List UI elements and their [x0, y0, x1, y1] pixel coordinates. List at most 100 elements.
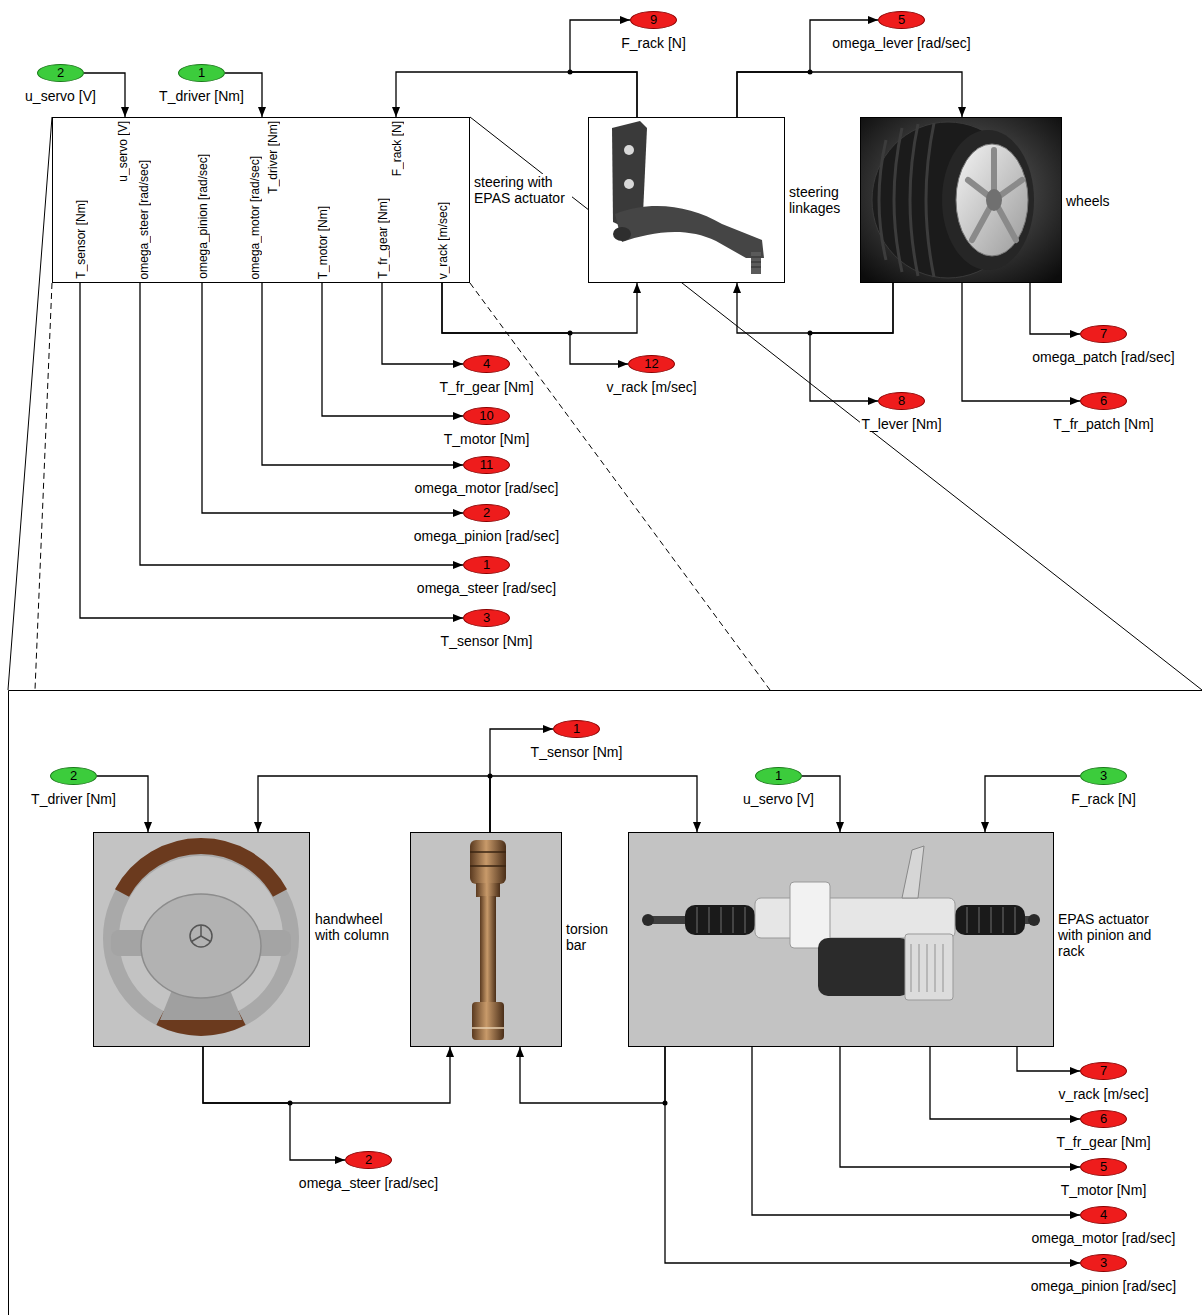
signal-line [203, 1047, 450, 1103]
port-number: 5 [898, 12, 905, 27]
handwheel-wood [122, 846, 280, 893]
port-number: 1 [573, 721, 580, 736]
signal-name: T_sensor [Nm] [439, 633, 535, 649]
signal-line [985, 776, 1080, 832]
port-label: T_sensor [Nm] [74, 200, 88, 279]
port-label: omega_motor [rad/sec] [248, 156, 262, 279]
port-label: T_fr_gear [Nm] [376, 198, 390, 279]
torsion-foot [472, 1002, 504, 1040]
port-oval: 12v_rack [m/sec] [628, 355, 675, 373]
port-number: 3 [1100, 768, 1107, 783]
signal-name: F_rack [N] [619, 35, 688, 51]
block-name: wheels [1066, 193, 1126, 209]
signal-name: T_fr_patch [Nm] [1051, 416, 1155, 432]
port-number: 12 [644, 356, 658, 371]
port-label: T_driver [Nm] [266, 121, 280, 194]
model-block: torsion bar [410, 832, 562, 1047]
port-label: T_motor [Nm] [316, 206, 330, 279]
signal-name: omega_lever [rad/sec] [830, 35, 973, 51]
signal-name: omega_pinion [rad/sec] [1029, 1278, 1179, 1294]
block-name: steering linkages [789, 184, 851, 216]
port-number: 6 [1100, 393, 1107, 408]
signal-name: T_fr_gear [Nm] [1054, 1134, 1152, 1150]
block-name: torsion bar [566, 921, 621, 953]
signal-line [737, 283, 893, 333]
signal-line [203, 1047, 345, 1160]
port-number: 10 [479, 408, 493, 423]
signal-name: omega_steer [rad/sec] [415, 580, 558, 596]
port-label: F_rack [N] [390, 121, 404, 176]
port-number: 1 [775, 768, 782, 783]
rack-boot [685, 905, 755, 935]
zoom-line-dashed [35, 283, 52, 690]
port-oval: 1u_servo [V] [755, 767, 802, 785]
torsion-neck [476, 883, 500, 897]
signal-name: T_lever [Nm] [859, 416, 943, 432]
block-ground [93, 832, 310, 1047]
signal-line [737, 72, 962, 117]
signal-line [930, 1047, 1080, 1119]
signal-line [442, 283, 628, 364]
port-number: 4 [1100, 1207, 1107, 1222]
port-oval: 5omega_lever [rad/sec] [878, 11, 925, 29]
block-ground [628, 832, 1054, 1047]
signal-line [962, 283, 1080, 401]
port-number: 3 [483, 610, 490, 625]
signal-line [840, 1047, 1080, 1167]
signal-name: omega_motor [rad/sec] [413, 480, 561, 496]
signal-line [1017, 1047, 1080, 1071]
port-number: 3 [1100, 1255, 1107, 1270]
port-oval: 2omega_pinion [rad/sec] [463, 504, 510, 522]
zoom-line [8, 117, 52, 690]
linkage-arm [615, 206, 764, 258]
port-oval: 1omega_steer [rad/sec] [463, 556, 510, 574]
gear-housing [790, 882, 830, 948]
subsystem-panel [9, 691, 1202, 1315]
port-oval: 1T_driver [Nm] [178, 64, 225, 82]
port-oval: 3F_rack [N] [1080, 767, 1127, 785]
port-oval: 11omega_motor [rad/sec] [463, 456, 510, 474]
signal-line [665, 1047, 1080, 1263]
port-oval: 2u_servo [V] [37, 64, 84, 82]
port-oval: 7omega_patch [rad/sec] [1080, 325, 1127, 343]
port-oval: 7v_rack [m/sec] [1080, 1062, 1127, 1080]
torsion-ring [472, 1027, 504, 1029]
port-number: 8 [898, 393, 905, 408]
signal-name: omega_patch [rad/sec] [1030, 349, 1176, 365]
signal-line [140, 283, 463, 565]
port-oval: 3T_sensor [Nm] [463, 609, 510, 627]
port-oval: 3omega_pinion [rad/sec] [1080, 1254, 1127, 1272]
signal-line [490, 776, 697, 832]
stud-thread [751, 257, 761, 267]
model-block: wheels [860, 117, 1062, 283]
logo-star [192, 925, 211, 942]
signal-name: omega_motor [rad/sec] [1030, 1230, 1178, 1246]
signal-line [752, 1047, 1080, 1215]
servo-motor [818, 938, 910, 996]
port-number: 6 [1100, 1111, 1107, 1126]
port-label: u_servo [V] [116, 121, 130, 182]
signal-name: T_motor [Nm] [1059, 1182, 1149, 1198]
linkage-joint [613, 227, 631, 241]
signal-name: T_sensor [Nm] [529, 744, 625, 760]
model-block: steering linkages [588, 117, 785, 283]
signal-line [396, 72, 637, 117]
signal-name: T_motor [Nm] [442, 431, 532, 447]
port-oval: 10T_motor [Nm] [463, 407, 510, 425]
port-label: v_rack [m/sec] [436, 202, 450, 279]
port-number: 1 [483, 557, 490, 572]
port-number: 5 [1100, 1159, 1107, 1174]
signal-line [202, 283, 463, 513]
boot-fold [967, 907, 1015, 933]
model-block: EPAS actuator with pinion and rack [628, 832, 1054, 1047]
port-oval: 6T_fr_patch [Nm] [1080, 392, 1127, 410]
signal-line [382, 283, 463, 364]
port-label: omega_pinion [rad/sec] [196, 154, 210, 279]
signal-name: F_rack [N] [1069, 791, 1138, 807]
torsion-shaft [480, 896, 496, 1004]
tie-rod-end [642, 914, 654, 926]
signal-line [80, 283, 463, 618]
rack-boot [955, 905, 1025, 935]
signal-line [520, 1047, 665, 1103]
